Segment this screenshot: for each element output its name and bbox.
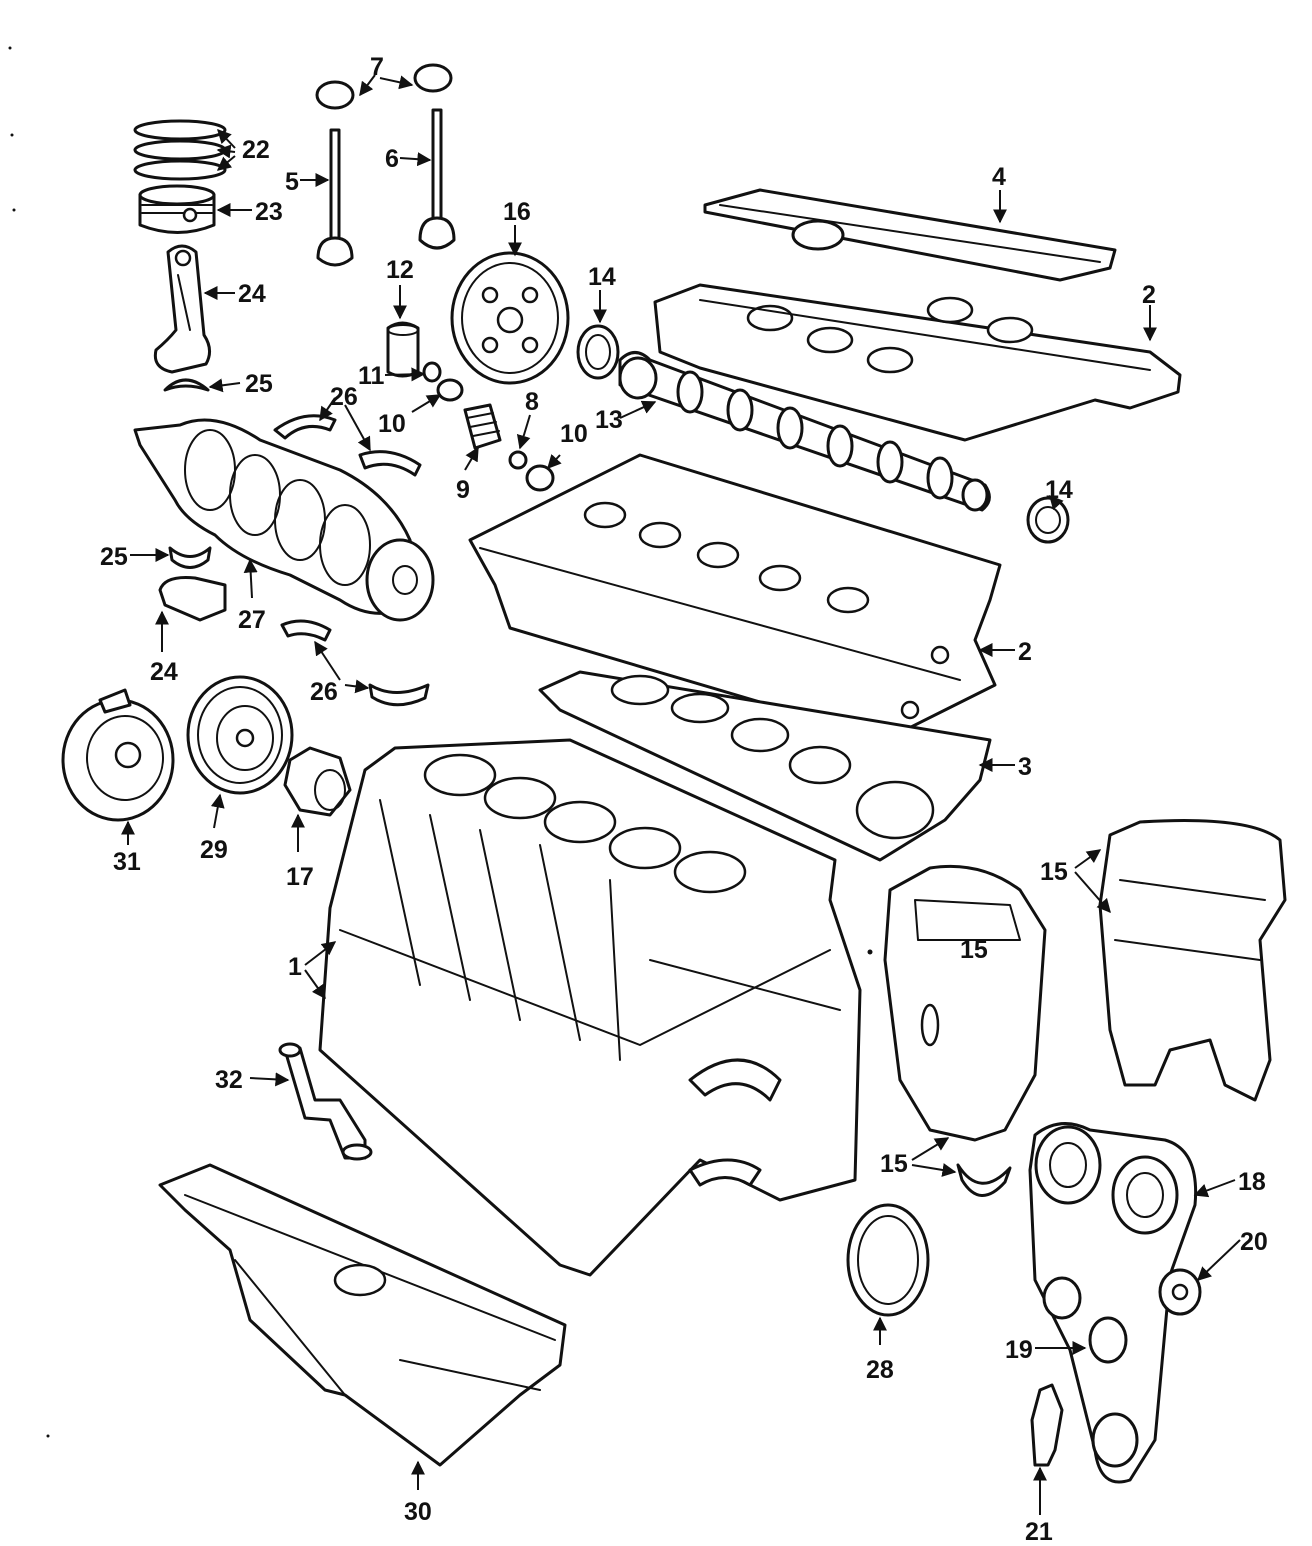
callout-26b: 26 xyxy=(310,678,338,706)
head-gasket xyxy=(538,670,992,862)
main-bearing-lower-2 xyxy=(368,683,430,707)
callout-30: 30 xyxy=(404,1498,432,1526)
callout-20: 20 xyxy=(1240,1228,1268,1256)
callout-2a: 2 xyxy=(1142,281,1156,309)
camshaft-gear xyxy=(450,251,570,385)
callout-25a: 25 xyxy=(245,370,273,398)
callout-10a: 10 xyxy=(378,410,406,438)
callout-17: 17 xyxy=(286,863,314,891)
callout-14b: 14 xyxy=(1045,476,1073,504)
callout-27: 27 xyxy=(238,606,266,634)
oil-pump xyxy=(61,688,175,822)
callout-25b: 25 xyxy=(100,543,128,571)
callout-19: 19 xyxy=(1005,1336,1033,1364)
callout-9: 9 xyxy=(456,476,470,504)
callout-12: 12 xyxy=(386,256,414,284)
piston-rings xyxy=(133,119,227,181)
callout-24a: 24 xyxy=(238,280,266,308)
crankshaft-sprocket xyxy=(283,746,352,817)
valve-stem-seal xyxy=(422,361,442,383)
rod-cap xyxy=(158,576,227,622)
valve-keepers xyxy=(315,63,453,110)
callout-labels: 1 2 2 3 4 5 6 7 8 9 10 10 11 12 13 14 14… xyxy=(100,53,1268,1546)
crankshaft xyxy=(133,418,435,622)
callout-4: 4 xyxy=(992,163,1006,191)
callout-8: 8 xyxy=(525,388,539,416)
tensioner-arm xyxy=(1030,1383,1064,1467)
callout-3: 3 xyxy=(1018,753,1032,781)
callout-6: 6 xyxy=(385,145,399,173)
callout-5: 5 xyxy=(285,168,299,196)
engine-cover xyxy=(703,188,1117,282)
callout-31: 31 xyxy=(113,848,141,876)
callout-24b: 24 xyxy=(150,658,178,686)
spring-seat-lower xyxy=(525,464,555,492)
callout-29: 29 xyxy=(200,836,228,864)
connecting-rod xyxy=(153,244,211,374)
rear-main-seal xyxy=(846,1203,930,1317)
spring-seat-upper xyxy=(436,378,464,402)
callout-16: 16 xyxy=(503,198,531,226)
timing-cover-inner xyxy=(883,864,1047,1142)
valve-spring xyxy=(463,403,502,450)
callout-2b: 2 xyxy=(1018,638,1032,666)
belt-tensioner xyxy=(1158,1268,1202,1316)
camshaft xyxy=(618,351,991,512)
valve-retainer xyxy=(508,450,528,470)
callout-18: 18 xyxy=(1238,1168,1266,1196)
belt-idler xyxy=(1042,1276,1128,1364)
callout-15b: 15 xyxy=(880,1150,908,1178)
callout-23: 23 xyxy=(255,198,283,226)
main-bearing-lower xyxy=(280,619,332,642)
camshaft-carrier xyxy=(653,283,1182,442)
callout-15c: 15 xyxy=(960,936,988,964)
oil-pickup-tube xyxy=(278,1042,373,1161)
main-bearing-upper xyxy=(273,414,337,440)
callout-28: 28 xyxy=(866,1356,894,1384)
callout-10b: 10 xyxy=(560,420,588,448)
callout-32: 32 xyxy=(215,1066,243,1094)
piston xyxy=(138,184,216,234)
oil-pan xyxy=(158,1163,567,1467)
camshaft-seal-rear xyxy=(1026,496,1070,544)
exhaust-valve xyxy=(418,108,456,250)
valve-lifter xyxy=(386,321,420,378)
belt-crank-sprocket xyxy=(1091,1412,1139,1468)
callout-14a: 14 xyxy=(588,263,616,291)
crankshaft-pulley xyxy=(186,675,294,795)
callout-1: 1 xyxy=(288,953,302,981)
cylinder-head xyxy=(468,453,1002,742)
callout-21: 21 xyxy=(1025,1518,1053,1546)
timing-cover-seal xyxy=(956,1163,1012,1197)
rod-bearing-lower xyxy=(168,546,212,569)
timing-cover-outer xyxy=(1098,818,1287,1102)
engine-block xyxy=(318,738,862,1277)
callout-11: 11 xyxy=(358,362,385,390)
main-bearing-upper-2 xyxy=(358,450,422,477)
timing-belt xyxy=(1028,1122,1198,1484)
callout-7: 7 xyxy=(370,53,384,81)
callout-22: 22 xyxy=(242,136,270,164)
callout-13: 13 xyxy=(595,406,623,434)
intake-valve xyxy=(316,128,354,267)
callout-15a: 15 xyxy=(1040,858,1068,886)
rod-bearing-upper xyxy=(163,378,210,392)
leader-lines xyxy=(121,74,1241,1515)
callout-26a: 26 xyxy=(330,383,358,411)
camshaft-seal xyxy=(576,324,620,380)
